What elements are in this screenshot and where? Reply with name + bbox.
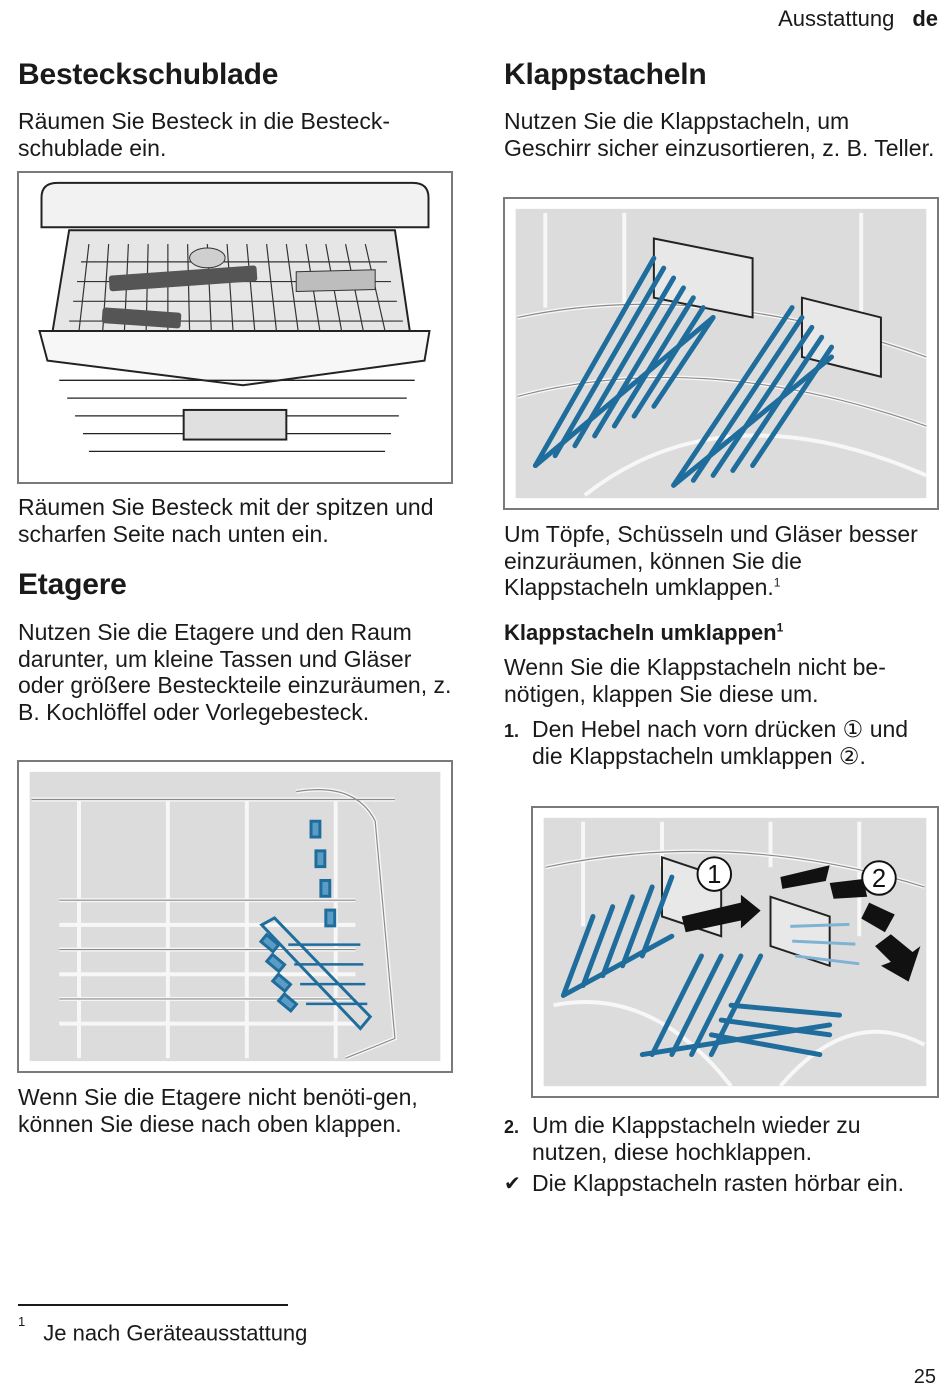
paragraph-cutlery-placement: Räumen Sie Besteck mit der spitzen und s… [18, 494, 434, 547]
language-code: de [912, 6, 938, 31]
paragraph-etagere-fold: Wenn Sie die Etagere nicht benöti-gen, k… [18, 1084, 418, 1137]
subheading-fold-spikes-text: Klappstacheln umklappen [504, 620, 777, 645]
figure-cutlery-drawer [17, 171, 453, 484]
paragraph-spikes-fold-text: Um Töpfe, Schüsseln und Gläser besser ei… [504, 521, 918, 600]
paragraph-spikes-intro: Nutzen Sie die Klappstacheln, um Geschir… [504, 108, 935, 161]
step-2-text: Um die Klappstacheln wieder zu nutzen, d… [532, 1112, 861, 1165]
step-1: 1. Den Hebel nach vorn drücken ① und die… [504, 716, 938, 769]
step-result: ✔ Die Klappstacheln rasten hörbar ein. [504, 1170, 938, 1197]
fold-steps-illustration: 1 2 [533, 808, 937, 1096]
paragraph-spikes-fold-hint: Um Töpfe, Schüsseln und Gläser besser ei… [504, 521, 938, 601]
callout-2-label: 2 [872, 865, 886, 893]
footnote-mark: 1 [18, 1314, 26, 1329]
step-1-number: 1. [504, 721, 520, 741]
cutlery-drawer-illustration [19, 173, 451, 482]
heading-besteckschublade: Besteckschublade [18, 58, 279, 91]
section-name: Ausstattung [778, 6, 895, 31]
checkmark-icon: ✔ [504, 1173, 521, 1195]
figure-etagere [17, 760, 453, 1073]
footnote-ref-1: 1 [773, 575, 781, 590]
footnote: 1 Je nach Geräteausstattung [18, 1314, 308, 1346]
heading-klappstacheln: Klappstacheln [504, 58, 707, 91]
page-header: Ausstattung de [778, 6, 938, 32]
paragraph-fold-instruction: Wenn Sie die Klappstacheln nicht be-nöti… [504, 654, 886, 707]
footnote-divider [18, 1304, 288, 1306]
footnote-text: Je nach Geräteausstattung [43, 1320, 308, 1346]
step-2-number: 2. [504, 1117, 520, 1137]
fold-spikes-illustration [505, 199, 937, 508]
step-1-text: Den Hebel nach vorn drücken ① und die Kl… [532, 716, 909, 769]
paragraph-cutlery-intro: Räumen Sie Besteck in die Besteck-schubl… [18, 108, 391, 161]
result-text: Die Klappstacheln rasten hörbar ein. [532, 1170, 905, 1196]
footnote-ref-2: 1 [776, 620, 784, 635]
figure-fold-steps: 1 2 [531, 806, 939, 1098]
page-number: 25 [913, 1366, 936, 1388]
paragraph-etagere-use: Nutzen Sie die Etagere und den Raum daru… [18, 619, 452, 725]
etagere-illustration [19, 762, 451, 1071]
figure-fold-spikes [503, 197, 939, 510]
subheading-fold-spikes: Klappstacheln umklappen1 [504, 620, 938, 647]
step-2: 2. Um die Klappstacheln wieder zu nutzen… [504, 1112, 938, 1165]
callout-1-label: 1 [707, 861, 721, 889]
heading-etagere: Etagere [18, 568, 127, 601]
